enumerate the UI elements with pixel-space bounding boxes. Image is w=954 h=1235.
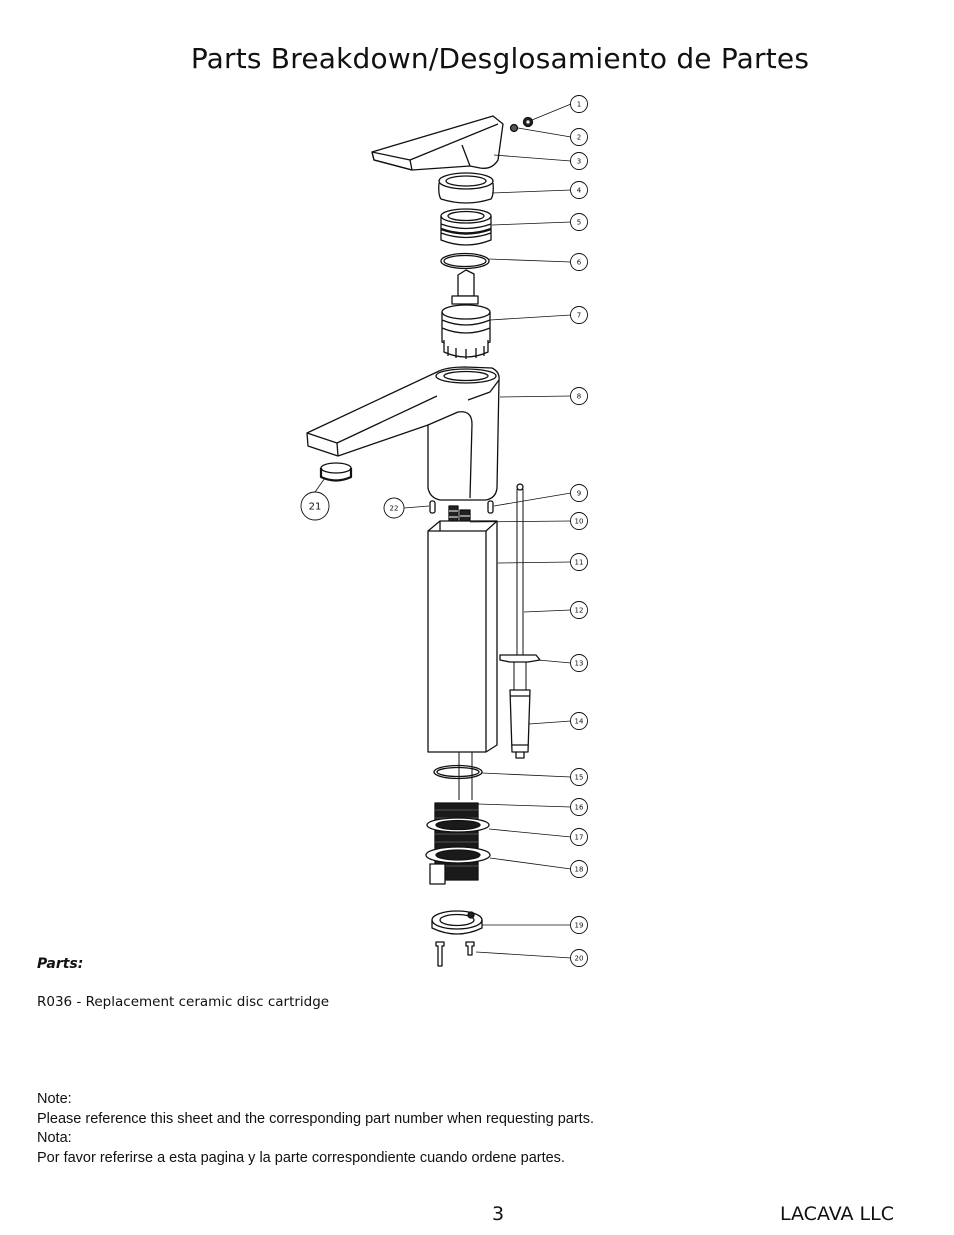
page-title: Parts Breakdown/Desglosamiento de Partes [190, 42, 810, 75]
callout-4: 4 [570, 181, 588, 199]
part-19-mounting-plate [431, 910, 483, 935]
page-number: 3 [492, 1203, 505, 1225]
part-12-lift-rod [516, 483, 524, 657]
svg-text:13: 13 [575, 660, 584, 668]
note-label-en: Note: [37, 1091, 72, 1107]
svg-text:19: 19 [575, 922, 584, 930]
part-3-handle-lever [371, 115, 504, 171]
part-16-threaded-shank [429, 802, 479, 885]
part-9-pin [487, 500, 494, 514]
svg-text:1: 1 [577, 101, 581, 109]
callout-11: 11 [570, 553, 588, 571]
callout-7: 7 [570, 306, 588, 324]
company-name: LACAVA LLC [780, 1203, 894, 1225]
part-8-spout-body [306, 366, 500, 501]
callout-8: 8 [570, 387, 588, 405]
part-5-bonnet-nut [440, 208, 492, 246]
svg-text:11: 11 [575, 559, 584, 567]
svg-text:17: 17 [575, 834, 584, 842]
callout-5: 5 [570, 213, 588, 231]
part-21-aerator [319, 462, 353, 482]
svg-text:16: 16 [575, 804, 584, 812]
svg-text:10: 10 [575, 518, 584, 526]
notes-section: Note: Please reference this sheet and th… [37, 1090, 594, 1168]
note-label-es: Nota: [37, 1130, 72, 1146]
part-6-o-ring [440, 252, 490, 270]
callout-14: 14 [570, 712, 588, 730]
note-text-en: Please reference this sheet and the corr… [37, 1110, 594, 1127]
svg-text:14: 14 [575, 718, 584, 726]
callout-12: 12 [570, 601, 588, 619]
callout-6: 6 [570, 253, 588, 271]
part-22-pin [429, 500, 436, 514]
part-2-washer [509, 123, 519, 133]
svg-text:9: 9 [577, 490, 581, 498]
callout-1: 1 [570, 95, 588, 113]
part-7-cartridge [441, 269, 491, 359]
parts-heading: Parts: [37, 956, 84, 972]
part-1-set-screw [522, 116, 534, 128]
callout-13: 13 [570, 654, 588, 672]
svg-text:15: 15 [575, 774, 584, 782]
callout-3: 3 [570, 152, 588, 170]
callout-16: 16 [570, 798, 588, 816]
svg-text:4: 4 [577, 187, 582, 195]
svg-text:18: 18 [575, 866, 584, 874]
callout-20: 20 [570, 949, 588, 967]
callout-22: 22 [383, 497, 405, 519]
leader-lines [314, 103, 572, 959]
svg-text:21: 21 [309, 502, 322, 513]
svg-text:12: 12 [575, 607, 584, 615]
callout-19: 19 [570, 916, 588, 934]
svg-text:3: 3 [577, 158, 581, 166]
svg-text:8: 8 [577, 393, 581, 401]
note-text-es: Por favor referirse a esta pagina y la p… [37, 1149, 565, 1166]
callout-17: 17 [570, 828, 588, 846]
parts-list-item: R036 - Replacement ceramic disc cartridg… [37, 994, 330, 1010]
callout-9: 9 [570, 484, 588, 502]
part-20-screws [435, 941, 475, 967]
callout-15: 15 [570, 768, 588, 786]
part-11-riser-body [427, 520, 498, 753]
svg-text:5: 5 [577, 219, 581, 227]
callout-21: 21 [300, 491, 330, 521]
part-17-gasket [426, 817, 490, 833]
svg-text:2: 2 [577, 134, 581, 142]
part-14-pivot-rod [509, 689, 531, 759]
svg-text:7: 7 [577, 312, 581, 320]
svg-text:22: 22 [390, 505, 399, 513]
part-13-bracket [499, 654, 541, 690]
svg-text:20: 20 [575, 955, 584, 963]
callout-18: 18 [570, 860, 588, 878]
svg-text:6: 6 [577, 259, 582, 267]
part-18-washer [425, 846, 491, 864]
callout-10: 10 [570, 512, 588, 530]
callout-2: 2 [570, 128, 588, 146]
part-4-cap [438, 172, 494, 204]
part-15-o-ring [433, 764, 483, 780]
